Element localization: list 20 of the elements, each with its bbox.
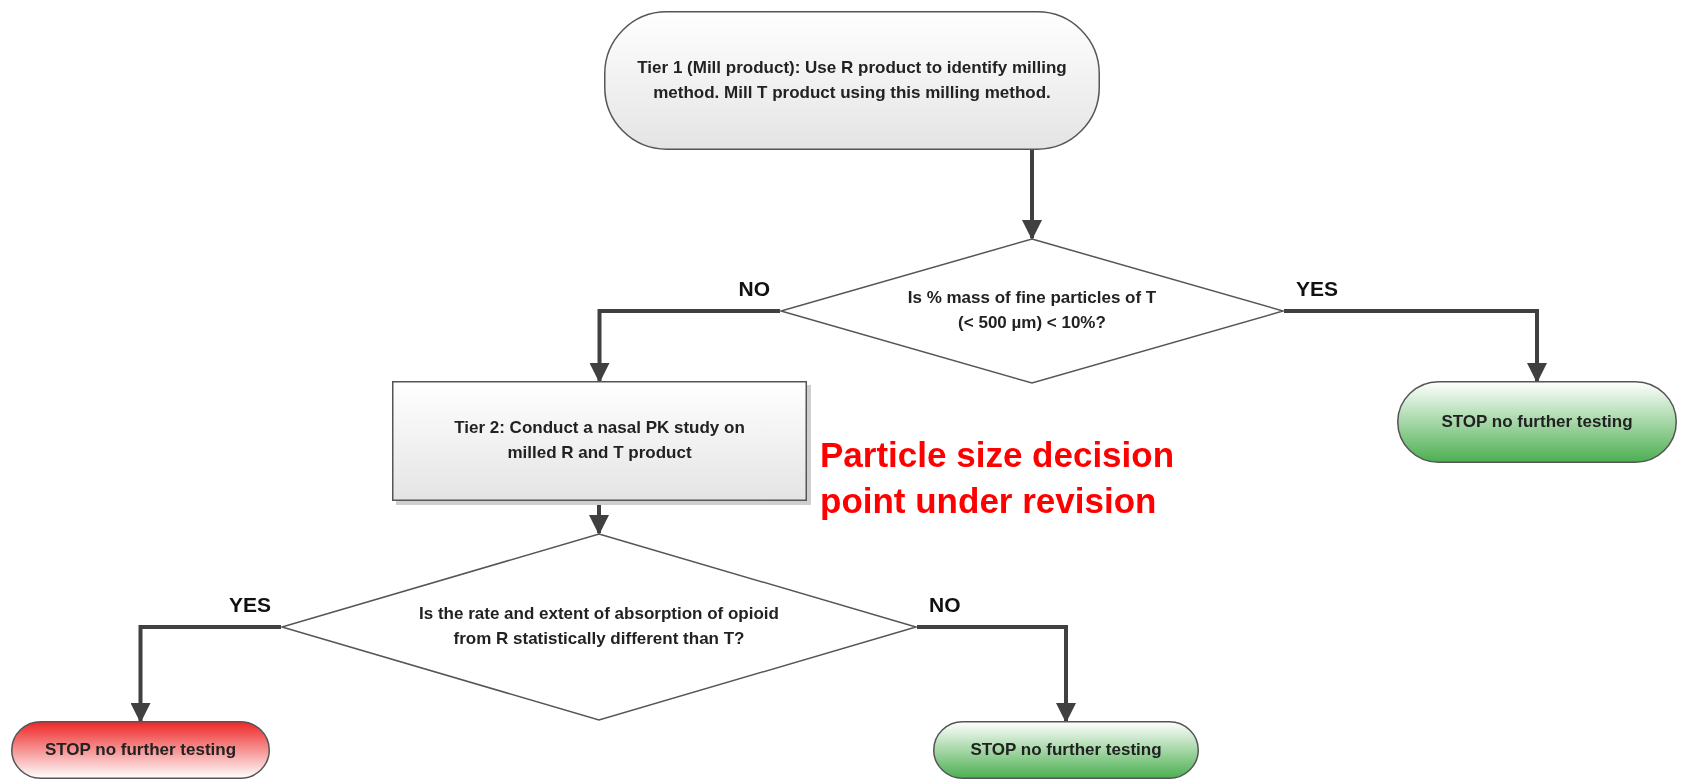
node-text: STOP no further testing xyxy=(970,738,1162,761)
edge-label: NO xyxy=(738,277,770,301)
connector-arrow xyxy=(589,309,780,383)
stop-terminal xyxy=(933,721,1199,779)
revision-note: Particle size decision point under revision xyxy=(820,434,1176,522)
node-text: STOP no further testing xyxy=(44,738,237,761)
edge-label: NO xyxy=(929,593,961,617)
edge-label: YES xyxy=(1296,277,1339,301)
connector-arrow xyxy=(1284,309,1547,383)
stop-terminal xyxy=(11,721,270,779)
edge-label: YES xyxy=(228,593,271,617)
node-text: Is the rate and extent of absorption of opioid from R statistically different than T? xyxy=(418,603,780,650)
decision-diamond xyxy=(281,533,917,721)
connector-arrow xyxy=(130,625,281,723)
node-text: Tier 1 (Mill product): Use R product to identify milling method. Mill T product using this milling method. xyxy=(636,56,1068,104)
decision-diamond xyxy=(780,238,1284,384)
connector-arrow xyxy=(917,625,1076,723)
node-text: Is % mass of fine particles of T (< 500 µm) < 10%? xyxy=(907,287,1157,334)
node-text: STOP no further testing xyxy=(1441,410,1633,433)
connector-arrow xyxy=(1022,150,1042,240)
